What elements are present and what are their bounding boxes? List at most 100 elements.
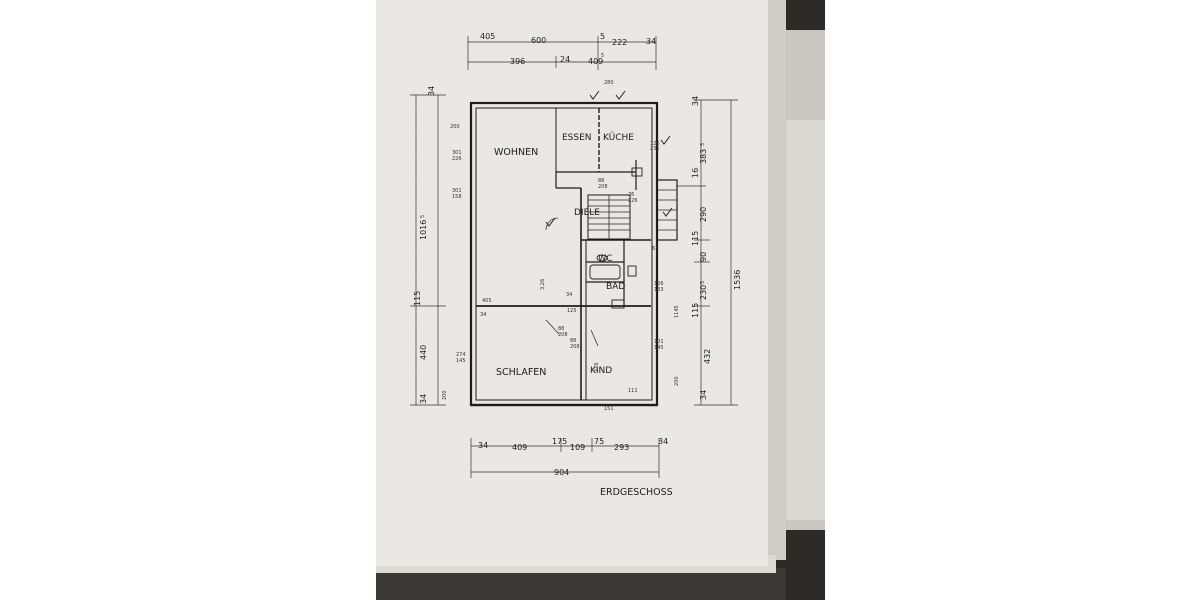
dim-right-d: 290: [699, 207, 708, 222]
dim-bottom-f: 293: [614, 443, 629, 452]
note-151: 151: [604, 406, 614, 412]
dim-right-e: 115: [691, 231, 700, 246]
dim-bottom-d: 109: [570, 443, 585, 452]
note-88: 88: [598, 178, 604, 184]
note-34a: 34: [480, 312, 486, 318]
dim-top-b: 600: [531, 36, 546, 45]
check-icon: [662, 207, 673, 217]
dim-right-a: 34: [691, 96, 700, 106]
dim-left-c: 115: [413, 291, 422, 306]
floor-plan-photo: WOHNEN ESSEN KÜCHE DIELE WC BAD SCHLAFEN…: [376, 0, 825, 600]
note-200c: 200: [442, 390, 448, 400]
room-label-kind: KIND: [590, 366, 612, 376]
dim-top-e: 34: [646, 37, 656, 46]
dim-bottom-b: 409: [512, 443, 527, 452]
dim-top-f: 396: [510, 57, 525, 66]
check-icon: [545, 217, 556, 227]
sink-icon: [611, 299, 625, 309]
note-101: 101: [654, 339, 664, 345]
note-1145: 1145: [674, 305, 680, 318]
check-icon: [615, 90, 626, 100]
note-34b: 34: [566, 292, 572, 298]
dim-left-a: 34: [427, 86, 436, 96]
note-126: 126: [650, 141, 660, 147]
note-200b: 200: [674, 376, 680, 386]
dim-bottom-e: 75: [594, 437, 604, 446]
room-label-wc: WC: [598, 254, 612, 264]
dim-bottom-g: 34: [658, 437, 668, 446]
room-label-schlafen: SCHLAFEN: [496, 367, 546, 378]
note-126b: 126: [654, 281, 664, 287]
washbasin-icon: [627, 265, 637, 277]
dim-right-j: 34: [699, 390, 708, 400]
note-226b: 226: [628, 198, 638, 204]
room-label-kueche: KÜCHE: [603, 132, 634, 143]
paper-texture: [376, 0, 768, 566]
binder-page: [781, 120, 825, 520]
dim-top-g: 24: [560, 55, 570, 64]
note-200: 200: [450, 124, 460, 130]
note-326: 3,26: [540, 279, 546, 290]
dim-bottom-total: 904: [554, 468, 569, 477]
note-226: 226: [452, 156, 462, 162]
note-276: 276: [594, 362, 600, 372]
dim-right-b: 383: [699, 149, 708, 164]
dim-bottom-c: 175: [552, 437, 567, 446]
check-marks: [545, 90, 673, 227]
toilet-icon: [596, 254, 608, 262]
room-label-essen: ESSEN: [562, 133, 592, 143]
dim-bottom-a: 34: [478, 441, 488, 450]
plan-title: ERDGESCHOSS: [600, 487, 673, 498]
dim-top-d: 222: [612, 38, 627, 47]
note-145: 145: [456, 358, 466, 364]
dim-right-b-sup: 5: [700, 143, 706, 146]
check-icon: [589, 90, 600, 100]
dim-left-b: 1016: [419, 220, 428, 240]
dim-right-g-sup: 5: [700, 281, 706, 284]
note-158: 158: [452, 194, 462, 200]
note-235: 235: [650, 146, 660, 152]
dim-right-f: 90: [699, 252, 708, 262]
note-125: 125: [567, 308, 577, 314]
fixtures: [589, 167, 643, 309]
desk-bottom: [376, 568, 786, 600]
note-274: 274: [456, 352, 466, 358]
dim-left-d: 440: [419, 345, 428, 360]
note-76: 76: [628, 192, 634, 198]
walls: [469, 101, 678, 407]
note-145b: 145: [654, 345, 664, 351]
dim-right-g: 230: [699, 285, 708, 300]
room-label-diele: DIELE: [574, 208, 600, 218]
dim-top-i: 5: [601, 53, 604, 59]
note-208a: 208: [598, 184, 608, 190]
dim-right-c: 16: [691, 168, 700, 178]
dim-left-e: 34: [419, 394, 428, 404]
note-61: 61: [652, 246, 658, 252]
note-88b: 88: [558, 326, 564, 332]
dim-right-h: 115: [691, 303, 700, 318]
note-301a: 301: [452, 150, 462, 156]
check-icon: [660, 135, 671, 145]
dim-right-i: 432: [703, 349, 712, 364]
plan-notes: 200 301 226 301 158 126 235 88 208 76 22…: [442, 124, 680, 412]
note-208b: 208: [558, 332, 568, 338]
door-swings: [545, 217, 599, 347]
kitchen-sink-icon: [631, 167, 643, 177]
floor-plan-svg: WOHNEN ESSEN KÜCHE DIELE WC BAD SCHLAFEN…: [376, 0, 825, 600]
note-405: 405: [482, 298, 492, 304]
dim-left-b-sup: 5: [420, 215, 426, 218]
note-301b: 301: [452, 188, 462, 194]
dim-top-a: 405: [480, 32, 495, 41]
stairs: [588, 189, 677, 239]
note-208c: 208: [570, 344, 580, 350]
bathtub-icon: [589, 264, 621, 280]
note-133: 133: [654, 287, 664, 293]
dimension-lines: [410, 36, 738, 478]
dim-top-h: 409: [588, 57, 603, 66]
dim-right-total: 1536: [733, 270, 742, 290]
note-111: 111: [628, 388, 638, 394]
room-label-bad: BAD: [606, 282, 625, 292]
room-label-wohnen: WOHNEN: [494, 147, 538, 158]
note-88c: 88: [570, 338, 576, 344]
dim-top-j: 280: [604, 80, 614, 86]
